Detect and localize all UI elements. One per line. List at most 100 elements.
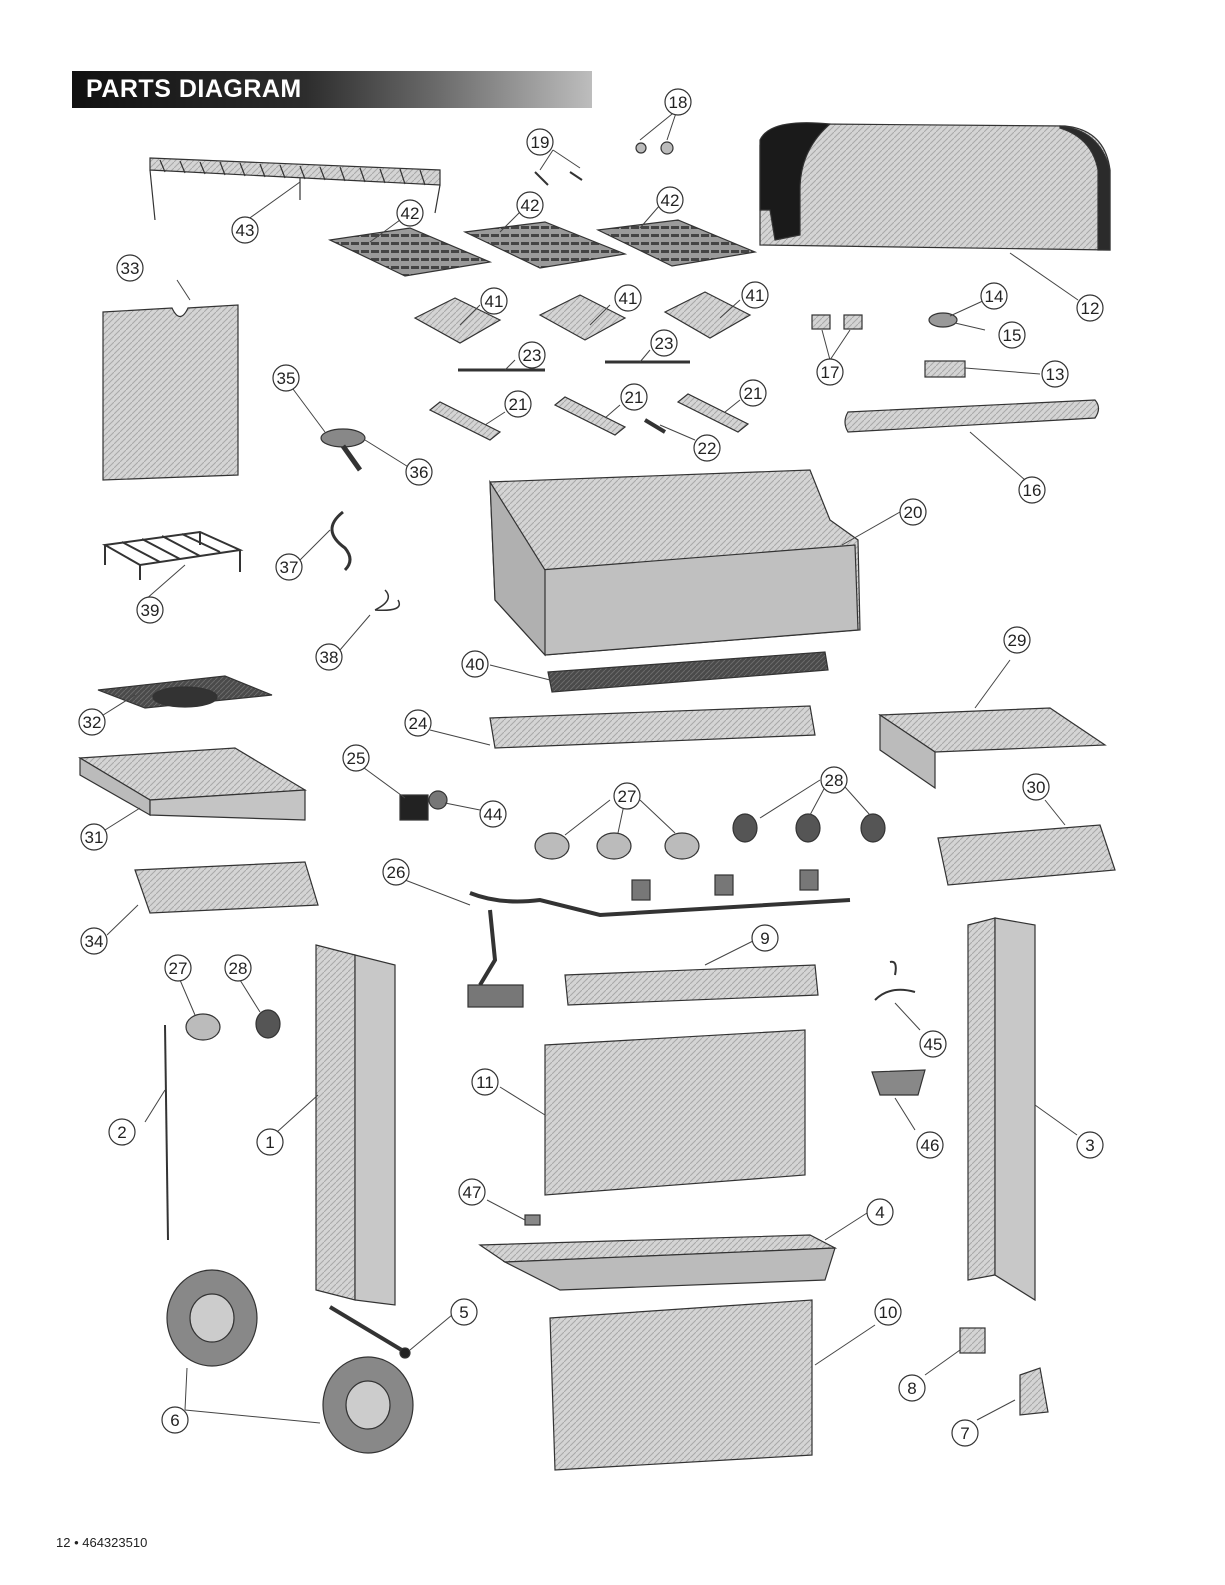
callout-label: 26 [387,863,406,882]
cart-side-frame-part [316,945,395,1305]
callout-label: 43 [236,221,255,240]
callout-29: 29 [1004,627,1030,653]
callout-label: 42 [661,191,680,210]
callout-label: 22 [698,439,717,458]
lid-bumper-part [812,315,862,329]
callout-1: 1 [257,1129,283,1155]
clip-part [375,590,399,610]
callout-label: 17 [821,363,840,382]
callout-34: 34 [81,928,107,954]
callout-label: 21 [744,384,763,403]
ignitor-module-part [400,795,428,820]
control-panel-part [490,706,815,748]
callout-42: 42 [517,192,543,218]
cooking-grate-part [330,220,755,276]
callout-27: 27 [165,955,191,981]
callout-38: 38 [316,644,342,670]
callout-28: 28 [821,767,847,793]
callout-label: 7 [960,1424,969,1443]
leg-cap-part [1020,1368,1048,1415]
burner-part [430,394,748,440]
callout-25: 25 [343,745,369,771]
callout-42: 42 [397,200,423,226]
callout-label: 18 [669,93,688,112]
logo-plate-part [925,361,965,377]
callout-label: 15 [1003,326,1022,345]
hinge-rod-part [165,1025,168,1240]
side-burner-part [321,429,365,447]
lid-part [760,123,1110,250]
callout-label: 21 [625,388,644,407]
callout-14: 14 [981,283,1007,309]
screw-part [661,142,673,154]
callout-label: 1 [265,1133,274,1152]
callout-label: 8 [907,1379,916,1398]
callout-26: 26 [383,859,409,885]
callout-15: 15 [999,322,1025,348]
callout-label: 29 [1008,631,1027,650]
callout-label: 25 [347,749,366,768]
callout-label: 2 [117,1123,126,1142]
callout-17: 17 [817,359,843,385]
callout-27: 27 [614,783,640,809]
grease-cup-holder-part [875,962,915,1000]
callout-47: 47 [459,1179,485,1205]
callout-41: 41 [481,288,507,314]
callout-46: 46 [917,1132,943,1158]
callout-label: 41 [619,289,638,308]
callout-13: 13 [1042,361,1068,387]
callout-label: 40 [466,655,485,674]
callout-21: 21 [505,391,531,417]
callout-31: 31 [81,824,107,850]
callout-16: 16 [1019,477,1045,503]
callout-label: 35 [277,369,296,388]
callout-label: 42 [521,196,540,215]
callout-35: 35 [273,365,299,391]
callout-label: 10 [879,1303,898,1322]
callout-label: 44 [484,805,503,824]
callout-23: 23 [651,330,677,356]
hose-retainer-part [525,1215,540,1225]
back-panel-part [550,1300,812,1470]
callout-22: 22 [694,435,720,461]
callout-43: 43 [232,217,258,243]
callout-label: 27 [169,959,188,978]
callout-label: 16 [1023,481,1042,500]
callout-5: 5 [451,1299,477,1325]
callout-41: 41 [615,285,641,311]
callout-label: 27 [618,787,637,806]
screw-part [636,143,646,153]
callout-label: 12 [1081,299,1100,318]
callout-label: 33 [121,259,140,278]
heat-tent-part [415,292,750,343]
callout-23: 23 [519,342,545,368]
callout-label: 6 [170,1411,179,1430]
callout-10: 10 [875,1299,901,1325]
callout-2: 2 [109,1119,135,1145]
callout-label: 5 [459,1303,468,1322]
callout-30: 30 [1023,774,1049,800]
heat-shield-part [548,652,828,692]
side-burner-grate-part [105,532,240,580]
callout-label: 4 [875,1203,884,1222]
callout-4: 4 [867,1199,893,1225]
callout-19: 19 [527,129,553,155]
callout-39: 39 [137,597,163,623]
side-burner-trim-part [135,862,318,913]
callout-label: 23 [655,334,674,353]
callout-21: 21 [740,380,766,406]
cart-side-frame-part [968,918,1035,1300]
callout-label: 28 [825,771,844,790]
callout-label: 20 [904,503,923,522]
callout-label: 19 [531,133,550,152]
lid-handle-part [845,400,1099,432]
control-panel-bracket-part [565,965,818,1005]
hose-part [332,512,350,570]
callout-6: 6 [162,1407,188,1433]
callout-label: 14 [985,287,1004,306]
callout-label: 41 [485,292,504,311]
callout-37: 37 [276,554,302,580]
callout-24: 24 [405,710,431,736]
callout-42: 42 [657,187,683,213]
